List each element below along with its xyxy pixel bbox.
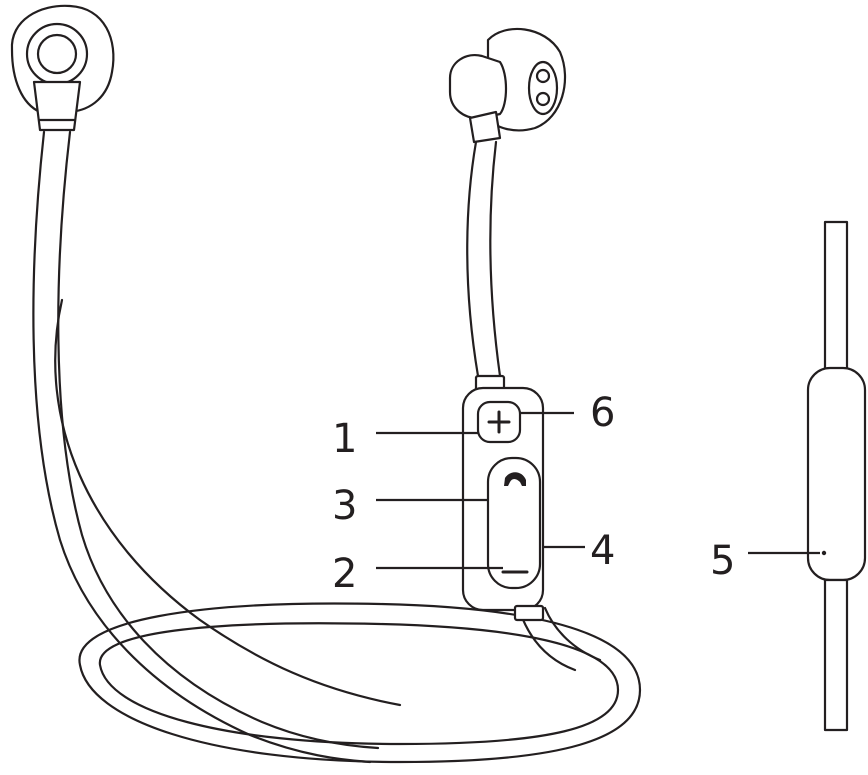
- callout-4: 4: [590, 528, 615, 574]
- callout-1: 1: [332, 416, 357, 462]
- microphone-hole: [822, 551, 826, 555]
- right-earbud: [450, 29, 565, 376]
- remote-side-view: [808, 222, 865, 730]
- callout-2: 2: [332, 551, 357, 597]
- left-earbud: [12, 6, 114, 130]
- callout-6: 6: [590, 390, 615, 436]
- callout-3: 3: [332, 483, 357, 529]
- callout-5: 5: [710, 538, 735, 584]
